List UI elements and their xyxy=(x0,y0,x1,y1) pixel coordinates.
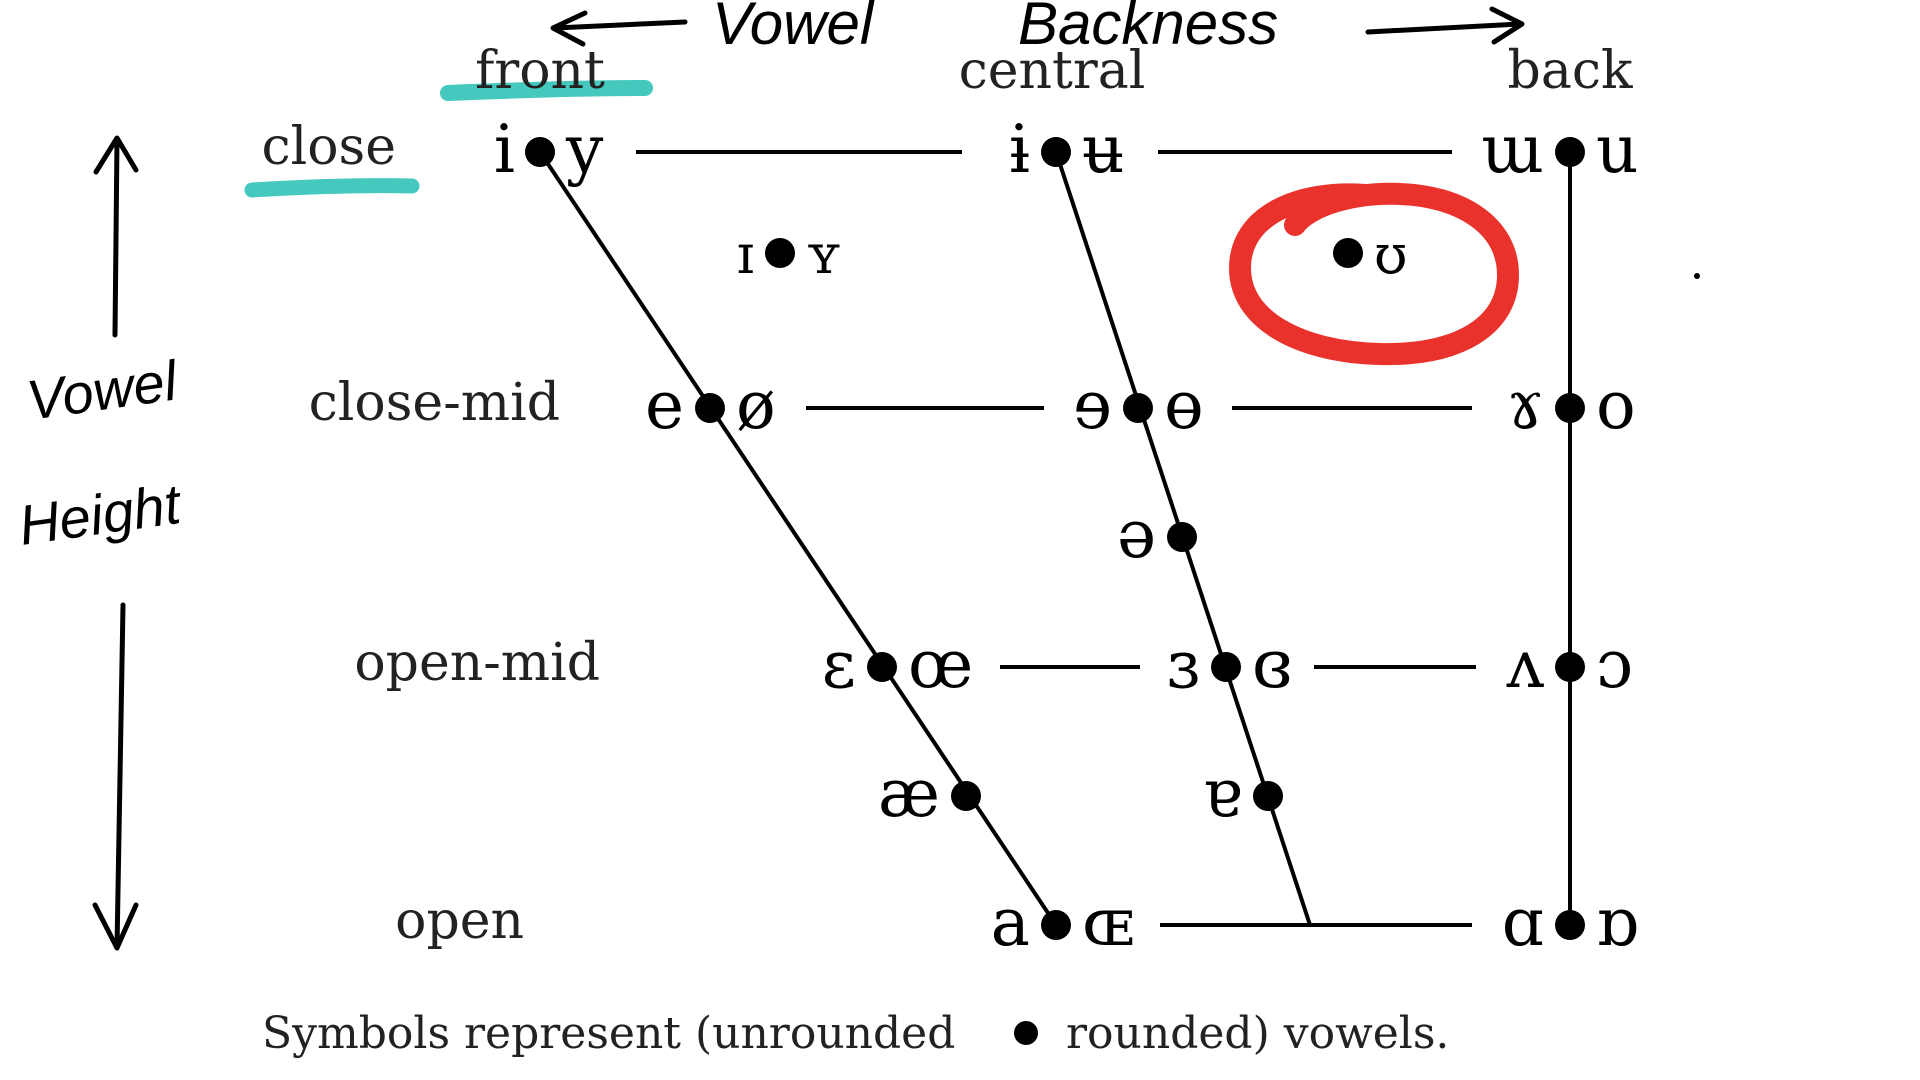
vowel-schwa: ə xyxy=(1117,496,1156,573)
column-header-back: back xyxy=(1508,41,1633,101)
column-header-front: front xyxy=(475,41,605,101)
vowel-a: a xyxy=(991,884,1030,961)
vowel-turned-a: ɐ xyxy=(1203,755,1242,832)
dot-close-central xyxy=(1041,137,1071,167)
stray-pen-dot xyxy=(1694,273,1700,279)
dot-near-close-front xyxy=(765,238,795,268)
dot-close-mid-front xyxy=(695,393,725,423)
vowel-script-a: ɑ xyxy=(1502,884,1544,961)
vowel-u: u xyxy=(1596,111,1639,188)
backness-left-arrow xyxy=(550,10,688,47)
vowel-epsilon: ɛ xyxy=(822,626,856,703)
row-label-open: open xyxy=(395,891,524,951)
front-highlight xyxy=(440,80,653,101)
close-highlight xyxy=(244,178,420,198)
dot-near-open-front xyxy=(951,781,981,811)
dot-open-mid-central xyxy=(1211,652,1241,682)
vowel-barred-o: ɵ xyxy=(1164,367,1204,444)
vowel-small-cap-oe: ɶ xyxy=(1082,884,1134,961)
vowel-i: i xyxy=(494,111,515,188)
vowel-upsilon: ʊ xyxy=(1374,223,1408,286)
dot-close-front xyxy=(525,137,555,167)
vowel-barred-u: ʉ xyxy=(1082,111,1125,188)
dot-close-mid-back xyxy=(1555,393,1585,423)
row-label-close-mid: close-mid xyxy=(309,373,560,433)
vowel-reversed-e: ɘ xyxy=(1073,367,1112,444)
column-header-central: central xyxy=(959,41,1146,101)
vowel-small-cap-y: ʏ xyxy=(806,223,841,286)
dot-near-open-central xyxy=(1253,781,1283,811)
height-label-vowel: Vowel xyxy=(23,348,182,432)
upsilon-highlight-circle xyxy=(1228,182,1520,366)
vowel-turned-m: ɯ xyxy=(1481,111,1544,188)
dot-open-front xyxy=(1041,910,1071,940)
vowel-small-cap-i: ɪ xyxy=(737,223,754,286)
caption-right: rounded) vowels. xyxy=(1066,1008,1449,1059)
backness-right-arrow xyxy=(1365,6,1525,45)
height-up-arrow xyxy=(93,135,139,338)
dot-open-mid-back xyxy=(1555,652,1585,682)
row-label-open-mid: open-mid xyxy=(354,633,600,693)
vowel-ash: æ xyxy=(878,755,940,832)
vowel-reversed-epsilon: ɜ xyxy=(1166,626,1200,703)
dot-open-back xyxy=(1555,910,1585,940)
dot-mid-central xyxy=(1167,522,1197,552)
dot-near-close-back xyxy=(1333,238,1363,268)
vowel-barred-i: ɨ xyxy=(1009,111,1030,188)
dot-close-back xyxy=(1555,137,1585,167)
vowel-o: o xyxy=(1596,367,1636,444)
vowel-turned-v: ʌ xyxy=(1506,626,1545,703)
vowel-oe: œ xyxy=(908,626,973,703)
height-down-arrow xyxy=(92,602,139,951)
vowel-closed-reversed-epsilon: ɞ xyxy=(1252,626,1292,703)
caption-left: Symbols represent (unrounded xyxy=(262,1008,955,1059)
dot-close-mid-central xyxy=(1123,393,1153,423)
row-label-close: close xyxy=(261,117,396,177)
vowel-y: y xyxy=(565,111,604,188)
vowel-rams-horn: ɤ xyxy=(1507,367,1544,444)
vowel-open-o: ɔ xyxy=(1596,626,1633,703)
vowel-turned-script-a: ɒ xyxy=(1596,884,1638,961)
front-edge-line xyxy=(538,150,1058,927)
vowel-e: e xyxy=(645,367,684,444)
dot-open-mid-front xyxy=(867,652,897,682)
backness-label-backness: Backness xyxy=(1018,0,1278,57)
vowel-dots xyxy=(525,137,1585,940)
height-label-height: Height xyxy=(15,472,186,557)
backness-label-vowel: Vowel xyxy=(712,0,875,57)
caption-dot xyxy=(1014,1021,1038,1045)
vowel-o-slash: ø xyxy=(736,367,776,444)
